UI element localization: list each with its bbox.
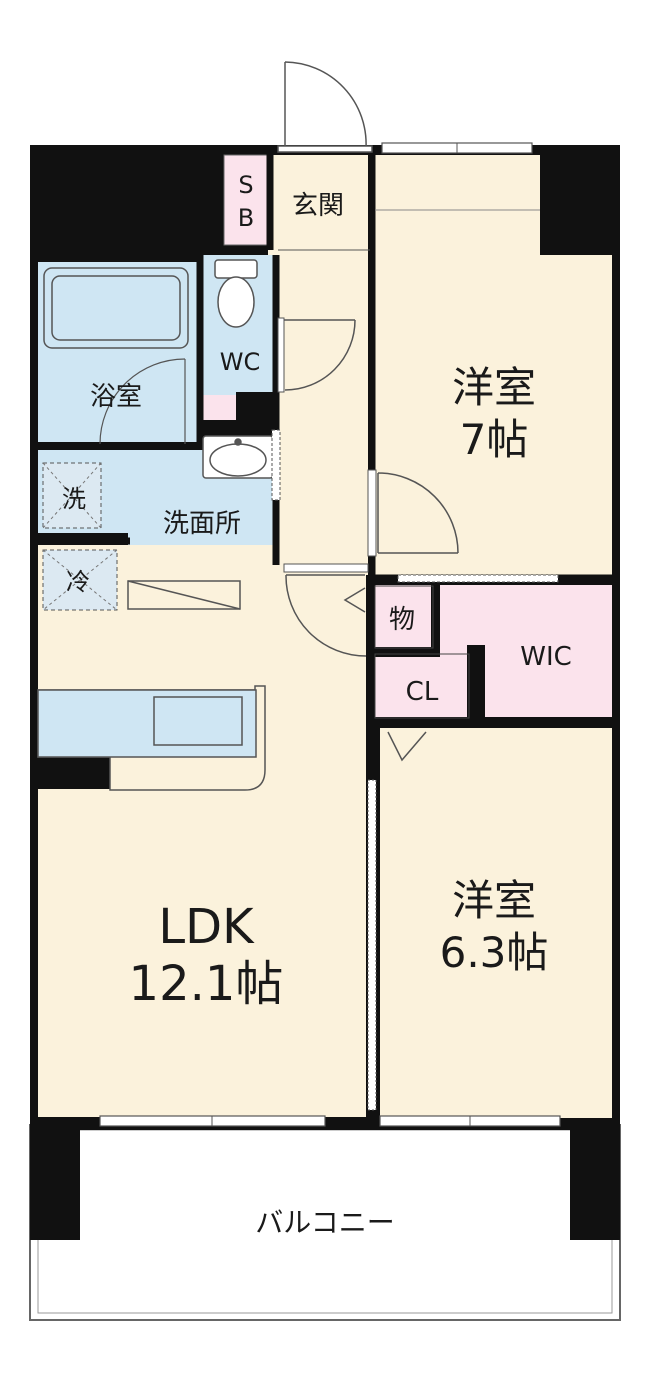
pipe-shaft — [236, 392, 276, 428]
label-bedroom-7-size: 7帖 — [460, 415, 529, 464]
toilet — [214, 259, 258, 328]
bedroom-63-floor — [380, 728, 612, 1118]
sliding-door-ldk — [367, 779, 377, 1111]
label-washroom: 洗面所 — [163, 509, 241, 539]
bath-floor — [38, 262, 198, 442]
label-wc: WC — [220, 348, 261, 376]
label-bedroom-63-name: 洋室 — [452, 876, 536, 925]
window-ldk — [99, 1115, 326, 1127]
fridge-space — [42, 549, 118, 611]
hallway-floor — [278, 255, 368, 575]
bathtub — [43, 267, 189, 445]
storage-floor — [375, 585, 431, 647]
label-ldk-name: LDK — [158, 899, 255, 955]
kitchen-counter — [37, 685, 266, 791]
structural-block-top-left — [30, 145, 220, 260]
doors — [277, 61, 459, 762]
label-bedroom-63-size: 6.3帖 — [440, 928, 549, 977]
structural-block-top-right — [540, 145, 620, 255]
kitchen-cupboard — [127, 580, 241, 610]
wc-pink-strip — [200, 395, 236, 420]
balcony-pillar-right — [570, 1125, 620, 1240]
label-sb-top: S — [238, 171, 253, 199]
label-sb-bottom: B — [238, 204, 254, 232]
label-washer: 洗 — [62, 485, 86, 513]
label-ldk-size: 12.1帖 — [129, 956, 284, 1012]
window-bedroom-7 — [381, 142, 533, 154]
label-entrance: 玄関 — [292, 191, 344, 221]
label-storage: 物 — [389, 605, 415, 635]
label-bath: 浴室 — [90, 382, 142, 412]
window-bedroom-63 — [379, 1115, 561, 1127]
wash-basin — [202, 435, 274, 479]
shoe-box — [223, 154, 269, 246]
label-fridge: 冷 — [66, 568, 90, 596]
label-bedroom-7-name: 洋室 — [452, 363, 536, 412]
entrance-floor — [268, 155, 368, 255]
ldk-floor — [38, 545, 366, 1117]
ldk-structural-block — [38, 757, 110, 789]
label-closet: CL — [406, 677, 439, 707]
balcony-pillar-left — [30, 1125, 80, 1240]
wic-divider — [467, 645, 485, 725]
washer-space — [42, 462, 102, 529]
label-wic: WIC — [520, 642, 572, 672]
kitchen-sink — [153, 696, 243, 746]
label-balcony: バルコニー — [255, 1206, 394, 1239]
